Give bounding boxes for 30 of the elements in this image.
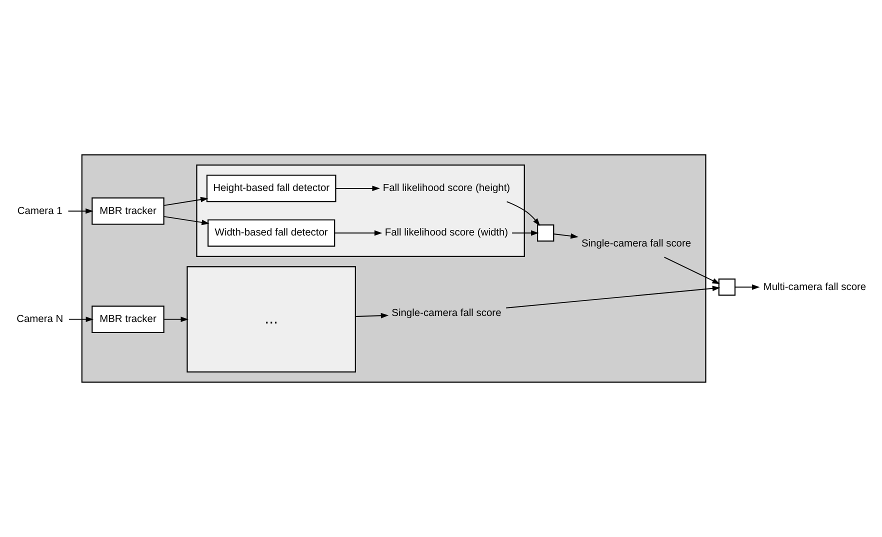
node-box: MBR tracker [92,197,164,225]
cluster [81,154,706,383]
node-text: Camera N [16,314,64,326]
node-text: Fall likelihood score (width) [384,228,508,239]
node-text: Fall likelihood score (height) [382,183,510,194]
node-box: Height-based fall detector [206,174,336,202]
node-text: Single-camera fall score [581,238,692,250]
arrow [164,196,208,206]
node-box: MBR tracker [92,306,164,334]
arrow [506,201,540,226]
arrow [68,316,94,322]
arrow [506,286,720,308]
arrow [335,186,380,192]
arrow [355,312,389,318]
node-text: Camera 1 [17,206,62,217]
arrow [512,230,539,236]
node-box: Width-based fall detector [208,219,336,247]
arrow [553,233,578,239]
arrow [334,230,382,236]
node-box: ... [186,266,356,373]
node-box [536,224,554,242]
arrow [164,316,189,322]
arrow [164,216,210,226]
arrow [664,256,720,284]
arrow [734,284,760,290]
cluster [196,164,525,257]
arrow [68,208,94,214]
node-text: Single-camera fall score [392,308,502,320]
node-text: Multi-camera fall score [763,282,866,293]
node-box [718,278,736,296]
